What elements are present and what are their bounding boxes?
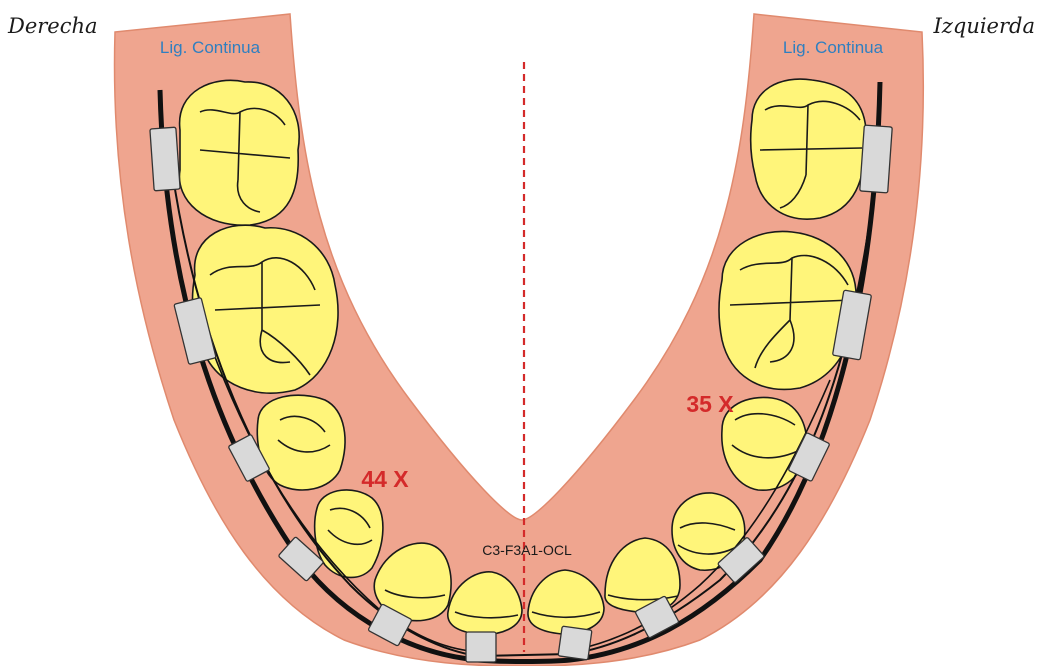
tooth-marker-35: 35 X xyxy=(686,391,734,417)
side-label-left: Izquierda xyxy=(934,14,1035,38)
tooth-molar-1-left xyxy=(719,231,856,389)
diagram-code: C3-F3A1-OCL xyxy=(482,542,572,558)
bracket-molar-2-right xyxy=(150,127,180,191)
ligature-label-left: Lig. Continua xyxy=(783,38,884,57)
ligature-label-right: Lig. Continua xyxy=(160,38,261,57)
tooth-molar-2-right xyxy=(179,80,299,225)
tooth-molar-1-right xyxy=(192,225,338,393)
bracket-central-incisor xyxy=(558,626,592,660)
tooth-marker-44: 44 X xyxy=(361,466,409,492)
side-label-right: Derecha xyxy=(8,14,98,38)
tooth-premolar-1-right xyxy=(315,490,383,578)
tooth-molar-2-left xyxy=(751,79,866,219)
bracket-lateral-incisor-right xyxy=(466,632,496,662)
bracket-molar-2-left xyxy=(860,125,893,193)
